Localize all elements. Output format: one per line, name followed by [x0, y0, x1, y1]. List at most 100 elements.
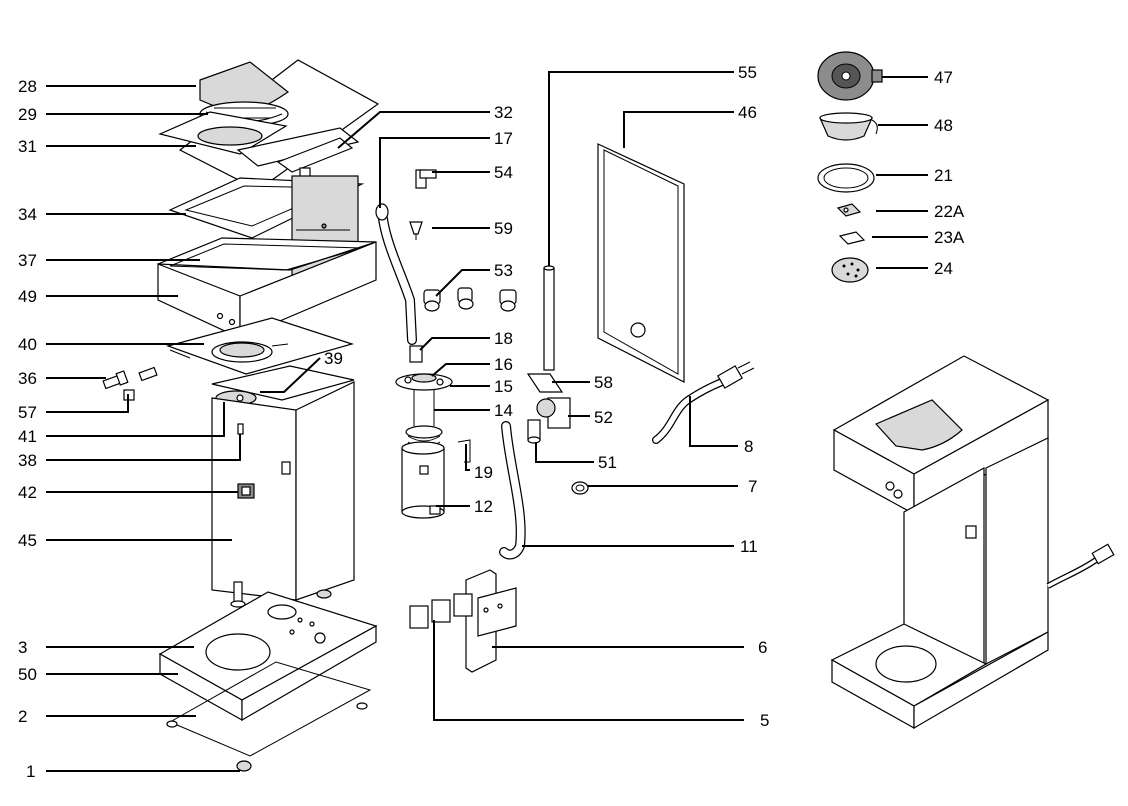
- callout-36: 36: [18, 369, 106, 388]
- callout-label-7: 7: [748, 477, 757, 496]
- assembled-brewer: [830, 355, 1115, 730]
- heater-tank-assembly: [395, 345, 471, 519]
- callout-3: 3: [18, 638, 194, 657]
- callout-55: 55: [548, 63, 757, 266]
- callout-39: 39: [260, 349, 343, 393]
- callout-14: 14: [434, 401, 513, 420]
- callout-label-59: 59: [494, 219, 513, 238]
- spray-disk-24: [831, 257, 869, 283]
- callout-59: 59: [432, 219, 513, 238]
- base-assembly: [158, 581, 378, 772]
- water-tank-assembly: [157, 175, 377, 339]
- callout-28: 28: [18, 77, 196, 96]
- callout-12: 12: [436, 497, 493, 516]
- callout-24: 24: [876, 259, 953, 278]
- callout-label-58: 58: [594, 373, 613, 392]
- callout-label-1: 1: [26, 762, 35, 781]
- gasket-21: [817, 163, 875, 193]
- callout-40: 40: [18, 335, 204, 354]
- callout-label-39: 39: [324, 349, 343, 368]
- callout-label-28: 28: [18, 77, 37, 96]
- hose-17: [375, 203, 417, 345]
- tube-55: [543, 265, 555, 371]
- callout-label-2: 2: [18, 707, 27, 726]
- callout-label-18: 18: [494, 329, 513, 348]
- callout-label-8: 8: [744, 437, 753, 456]
- callout-label-5: 5: [760, 711, 769, 730]
- callout-label-41: 41: [18, 427, 37, 446]
- callout-15: 15: [450, 377, 513, 396]
- fitting-59: [409, 221, 423, 240]
- funnel-48: [819, 112, 878, 141]
- power-cord-8: [652, 361, 755, 444]
- plate-23A: [838, 231, 866, 245]
- callout-label-38: 38: [18, 451, 37, 470]
- callout-6: 6: [492, 638, 767, 657]
- callout-label-45: 45: [18, 531, 37, 550]
- callout-1: 1: [26, 762, 240, 781]
- callout-label-54: 54: [494, 163, 513, 182]
- callout-11: 11: [522, 537, 758, 556]
- callout-label-42: 42: [18, 483, 37, 502]
- callout-label-3: 3: [18, 638, 27, 657]
- callout-23A: 23A: [872, 228, 965, 247]
- callout-label-31: 31: [18, 137, 37, 156]
- callout-label-24: 24: [934, 259, 953, 278]
- callout-41: 41: [18, 402, 225, 446]
- callout-19: 19: [465, 444, 493, 482]
- fitting-54: [415, 169, 437, 189]
- callout-label-48: 48: [934, 116, 953, 135]
- callout-5: 5: [433, 620, 769, 730]
- callout-34: 34: [18, 205, 186, 224]
- callout-label-50: 50: [18, 665, 37, 684]
- callout-51: 51: [535, 442, 617, 472]
- callout-8: 8: [689, 396, 753, 456]
- callout-45: 45: [18, 531, 232, 550]
- grommet-7: [571, 481, 589, 495]
- callout-46: 46: [623, 103, 757, 148]
- callout-2: 2: [18, 707, 196, 726]
- callout-18: 18: [419, 329, 513, 351]
- callout-label-51: 51: [598, 453, 617, 472]
- callout-38: 38: [18, 434, 241, 470]
- callout-label-52: 52: [594, 408, 613, 427]
- funnel-47: [817, 51, 883, 101]
- callout-label-12: 12: [474, 497, 493, 516]
- valves-53: [423, 287, 517, 312]
- callout-label-11: 11: [740, 537, 758, 556]
- callout-label-40: 40: [18, 335, 37, 354]
- callout-29: 29: [18, 105, 208, 124]
- callout-label-21: 21: [934, 166, 953, 185]
- callout-49: 49: [18, 287, 178, 306]
- callout-label-46: 46: [738, 103, 757, 122]
- callout-label-19: 19: [474, 463, 493, 482]
- back-panel-46: [597, 143, 685, 383]
- fittings-36-57: [102, 349, 191, 401]
- callout-label-16: 16: [494, 355, 513, 374]
- callout-47: 47: [882, 68, 953, 87]
- callout-21: 21: [876, 166, 953, 185]
- hose-11: [499, 421, 526, 560]
- callout-label-17: 17: [494, 129, 513, 148]
- callout-label-22A: 22A: [934, 202, 965, 221]
- terminal-blocks-5: [409, 593, 473, 629]
- callout-label-29: 29: [18, 105, 37, 124]
- callout-42: 42: [18, 483, 238, 502]
- callout-31: 31: [18, 137, 196, 156]
- callout-label-23A: 23A: [934, 228, 965, 247]
- callout-label-47: 47: [934, 68, 953, 87]
- callout-32: 32: [337, 103, 513, 149]
- callout-52: 52: [568, 408, 613, 427]
- housing-top-plates: [165, 317, 355, 406]
- bracket-6: [465, 569, 517, 673]
- clip-22A: [836, 203, 862, 217]
- callout-label-34: 34: [18, 205, 37, 224]
- callout-label-32: 32: [494, 103, 513, 122]
- callout-label-49: 49: [18, 287, 37, 306]
- callout-label-15: 15: [494, 377, 513, 396]
- callout-58: 58: [552, 373, 613, 392]
- callout-label-55: 55: [738, 63, 757, 82]
- callout-17: 17: [379, 129, 513, 208]
- callout-label-14: 14: [494, 401, 513, 420]
